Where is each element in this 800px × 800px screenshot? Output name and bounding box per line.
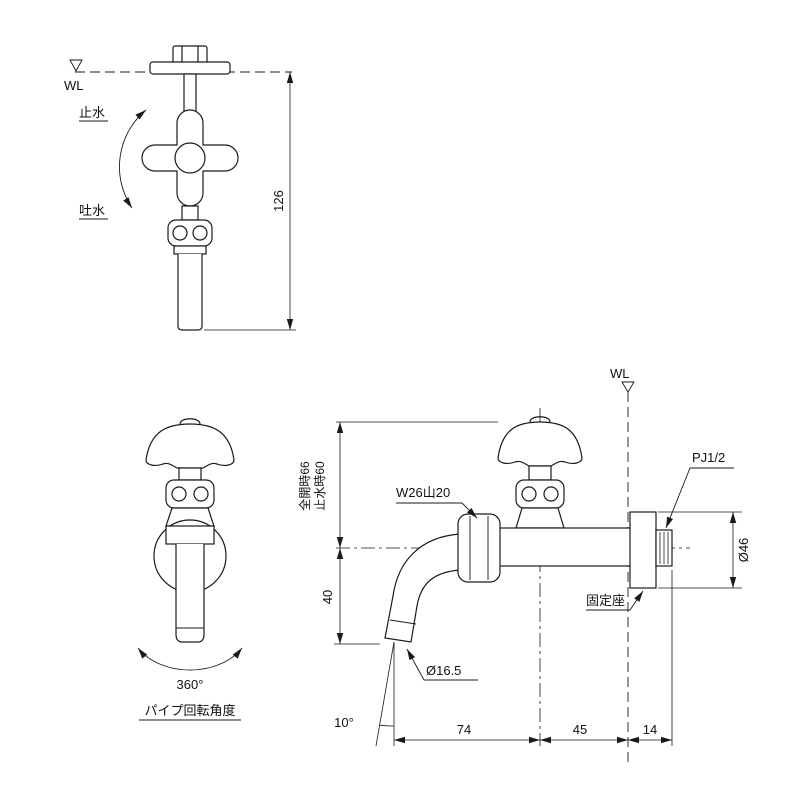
front-view — [69, 45, 296, 331]
elev-wl-triangle-icon — [621, 381, 635, 393]
full-open-height-label: 全開時66 — [297, 461, 312, 511]
elev-body — [497, 527, 635, 567]
front-wl-label: WL — [64, 78, 84, 93]
elev-dimensions — [334, 421, 742, 747]
dim-74-label: 74 — [457, 722, 471, 737]
front-wl-triangle-icon — [69, 59, 83, 72]
elev-wall-flange — [629, 511, 657, 589]
front-shank-cap — [149, 45, 231, 75]
elev-handle — [497, 416, 583, 467]
stop-water-label: 止水 — [79, 105, 105, 120]
dim-40-label: 40 — [320, 590, 335, 604]
pj-connection-label: PJ1/2 — [692, 450, 725, 465]
front-handle-rotation-arrow-icon — [119, 109, 147, 209]
pipe-rotation-arrow-icon — [137, 647, 243, 671]
elev-coupling-nut — [457, 513, 501, 583]
dim-dia165-label: Ø16.5 — [426, 663, 461, 678]
closed-height-label: 止水時60 — [313, 461, 327, 511]
elev-wl-label: WL — [610, 366, 630, 381]
dim-14-label: 14 — [643, 722, 657, 737]
rotation-pipe — [175, 544, 205, 643]
elev-stem — [528, 465, 552, 481]
elev-bonnet — [515, 479, 565, 529]
front-cross-handle — [141, 109, 239, 207]
thread-spec-label: W26山20 — [396, 485, 450, 500]
dim-angle-label: 10° — [334, 715, 354, 730]
front-stem — [183, 73, 197, 115]
pipe-rotation-caption: パイプ回転角度 — [144, 703, 235, 718]
dim-45-label: 45 — [573, 722, 587, 737]
fixed-seat-label: 固定座 — [586, 593, 625, 608]
elevation-view — [336, 381, 690, 762]
rotation-body — [165, 525, 215, 545]
elev-spout — [384, 533, 461, 643]
dim-126-label: 126 — [271, 190, 286, 212]
rotation-view — [137, 418, 243, 721]
discharge-water-label: 吐水 — [79, 203, 105, 218]
rotation-bonnet — [165, 479, 215, 527]
elev-thread — [655, 529, 673, 567]
front-label-underlines — [79, 120, 108, 220]
front-outlet-pipe — [177, 254, 203, 331]
rotation-angle-label: 360° — [177, 677, 204, 692]
rotation-stem — [178, 467, 202, 481]
rotation-handle — [145, 418, 235, 469]
front-dim-126-lines — [204, 72, 296, 331]
labels: WL 止水 吐水 126 360° パイプ回転角度 WL 全開時66 止水時60… — [64, 78, 751, 737]
elev-leaders — [396, 467, 734, 681]
front-bonnet-nut — [167, 205, 213, 255]
dim-dia46-label: Ø46 — [736, 538, 751, 563]
